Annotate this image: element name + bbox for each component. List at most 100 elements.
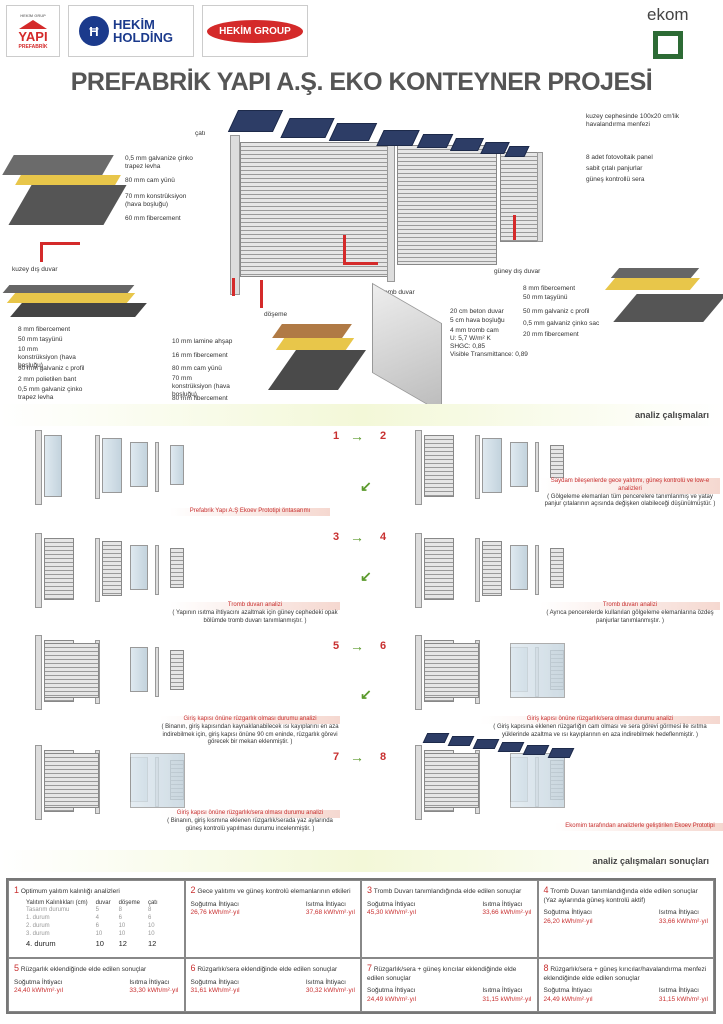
- caption-text: ( Binanın, giriş kapısından kaynaklanabi…: [161, 723, 339, 746]
- caption-heading: Prefabrik Yapı A.Ş Ekoev Prototipi öntas…: [170, 508, 330, 516]
- caption-text: ( Yapının ısıtma ihtiyacını azaltmak içi…: [172, 609, 338, 624]
- cooling-label: Soğutma İhtiyacı: [14, 978, 63, 986]
- illustration-part: [550, 548, 564, 588]
- arrow-right-icon: →: [350, 428, 364, 444]
- illustration-part: [35, 533, 42, 608]
- cooling-label: Soğutma İhtiyacı: [367, 987, 416, 995]
- result-cell-6: 6 Rüzgarlık/sera eklendiğinde elde edile…: [184, 958, 361, 1012]
- cooling-label: Soğutma İhtiyacı: [367, 900, 416, 908]
- illustration-part: [522, 745, 550, 755]
- cooling-label: Soğutma İhtiyacı: [543, 987, 592, 995]
- caption-text: ( Giriş kapısına eklenen rüzgarlığın cam…: [493, 723, 707, 738]
- results-grid: 1 Optimum yalıtım kalınlığı analizleri Y…: [6, 878, 716, 1014]
- step-caption-7: Giriş kapısı önüne rüzgarlık/sera olması…: [160, 810, 340, 833]
- illustration-part: [102, 541, 122, 596]
- result-cell-1: 1 Optimum yalıtım kalınlığı analizleri Y…: [8, 880, 185, 958]
- illustration-part: [424, 435, 454, 497]
- step-caption-1: Prefabrik Yapı A.Ş Ekoev Prototipi öntas…: [170, 508, 330, 516]
- heating-label: Isıtma İhtiyacı: [482, 987, 523, 995]
- illustration-part: [44, 435, 62, 497]
- result-cell-8: 8 Rüzgarlık/sera + güneş kırıcılar/haval…: [537, 958, 714, 1012]
- illustration-part: [510, 643, 565, 698]
- step-illustration-2: [415, 430, 585, 510]
- cooling-value: 45,30 kWh/m²·yıl: [367, 909, 417, 917]
- illustration-part: [415, 745, 422, 820]
- illustration-part: [44, 753, 99, 808]
- result-cell-7: 7 Rüzgarlık/sera + güneş kırıcılar eklen…: [361, 958, 538, 1012]
- hekim-holding-logo: Ħ HEKİM HOLDİNG: [68, 5, 194, 57]
- illustration-part: [130, 545, 148, 590]
- cooling-value: 26,20 kWh/m²·yıl: [543, 917, 593, 925]
- heating-value: 37,68 kWh/m²·yıl: [305, 909, 355, 917]
- cooling-value: 24,49 kWh/m²·yıl: [367, 995, 417, 1003]
- illustration-part: [44, 538, 74, 600]
- caption-heading: Giriş kapısı önüne rüzgarlık/sera olması…: [160, 810, 340, 818]
- caption-text: ( Ayrıca pencerelerde kullanılan gölgele…: [546, 609, 714, 624]
- heating-value: 31,15 kWh/m²·yıl: [658, 995, 708, 1003]
- result-cell-2: 2 Gece yalıtımı ve güneş kontrolü eleman…: [184, 880, 361, 958]
- heating-value: 31,15 kWh/m²·yıl: [482, 995, 532, 1003]
- step-illustration-6: [415, 635, 585, 715]
- heating-label: Isıtma İhtiyacı: [482, 900, 523, 908]
- illustration-part: [422, 733, 450, 743]
- illustration-part: [482, 541, 502, 596]
- illustration-part: [535, 442, 539, 492]
- south-wall-section: [595, 268, 723, 333]
- illustration-part: [415, 635, 422, 710]
- caption-heading: Giriş kapısı önüne rüzgarlık olması duru…: [160, 716, 340, 724]
- cooling-value: 26,76 kWh/m²·yıl: [190, 909, 240, 917]
- step-caption-4: Tromb duvarı analizi( Ayrıca pencerelerd…: [540, 602, 720, 625]
- caption-text: ( Gölgeleme elemanları tüm pencerelere t…: [544, 493, 716, 508]
- arrow-down-left-icon: ↙: [360, 686, 372, 702]
- heating-label: Isıtma İhtiyacı: [658, 909, 699, 917]
- illustration-part: [472, 739, 500, 749]
- step-caption-3: Tromb duvarı analizi( Yapının ısıtma iht…: [170, 602, 340, 625]
- results-title: analiz çalışmaları sonuçları: [592, 856, 709, 866]
- arrow-down-left-icon: ↙: [360, 478, 372, 494]
- heating-value: 30,32 kWh/m²·yıl: [305, 987, 355, 995]
- illustration-part: [447, 736, 475, 746]
- result-cell-3: 3 Tromb Duvarı tanımlandığında elde edil…: [361, 880, 538, 958]
- step-illustration-8: [415, 733, 585, 825]
- caption-text: ( Binanın, giriş kısmına eklenen rüzgarl…: [167, 817, 333, 832]
- illustration-part: [155, 647, 159, 697]
- step-caption-8: Ekomim tarafından analizlerle geliştiril…: [555, 823, 723, 831]
- house-icon: [653, 31, 683, 59]
- analysis-title: analiz çalışmaları: [634, 410, 709, 420]
- step-illustration-5: [35, 635, 205, 715]
- illustration-part: [95, 538, 100, 602]
- cooling-label: Soğutma İhtiyacı: [543, 909, 592, 917]
- page-title: PREFABRİK YAPI A.Ş. EKO KONTEYNER PROJES…: [70, 68, 653, 96]
- caption-heading: Giriş kapısı önüne rüzgarlık/sera olması…: [480, 716, 720, 724]
- step-caption-2: Saydam bileşenlerde gece yalıtımı, güneş…: [540, 478, 720, 509]
- caption-heading: Tromb duvarı analizi: [170, 602, 340, 610]
- house-icon: [19, 19, 47, 29]
- illustration-part: [130, 647, 148, 692]
- illustration-part: [35, 430, 42, 505]
- illustration-part: [510, 442, 528, 487]
- illustration-part: [170, 650, 184, 690]
- illustration-part: [155, 442, 159, 492]
- illustration-part: [510, 545, 528, 590]
- ekom-logo: ekom: [645, 5, 715, 63]
- caption-heading: Ekomim tarafından analizlerle geliştiril…: [555, 823, 723, 831]
- heating-label: Isıtma İhtiyacı: [305, 900, 346, 908]
- illustration-part: [130, 442, 148, 487]
- cooling-label: Soğutma İhtiyacı: [190, 978, 239, 986]
- caption-heading: Tromb duvarı analizi: [540, 602, 720, 610]
- step-caption-5: Giriş kapısı önüne rüzgarlık olması duru…: [160, 716, 340, 747]
- heating-value: 33,66 kWh/m²·yıl: [658, 917, 708, 925]
- caption-heading: Saydam bileşenlerde gece yalıtımı, güneş…: [540, 478, 720, 494]
- building-illustration: [225, 110, 555, 300]
- result-cell-4: 4 Tromb Duvarı tanımlandığında elde edil…: [537, 880, 714, 958]
- illustration-part: [170, 445, 184, 485]
- illustration-part: [170, 548, 184, 588]
- yapi-logo: HEKİM GRUP YAPI PREFABRİK: [6, 5, 60, 57]
- illustration-part: [497, 742, 525, 752]
- illustration-part: [482, 438, 502, 493]
- result-cell-5: 5 Rüzgarlık eklendiğinde elde edilen son…: [8, 958, 185, 1012]
- illustration-part: [95, 435, 100, 499]
- arrow-right-icon: →: [350, 638, 364, 654]
- cooling-value: 24,49 kWh/m²·yıl: [543, 995, 593, 1003]
